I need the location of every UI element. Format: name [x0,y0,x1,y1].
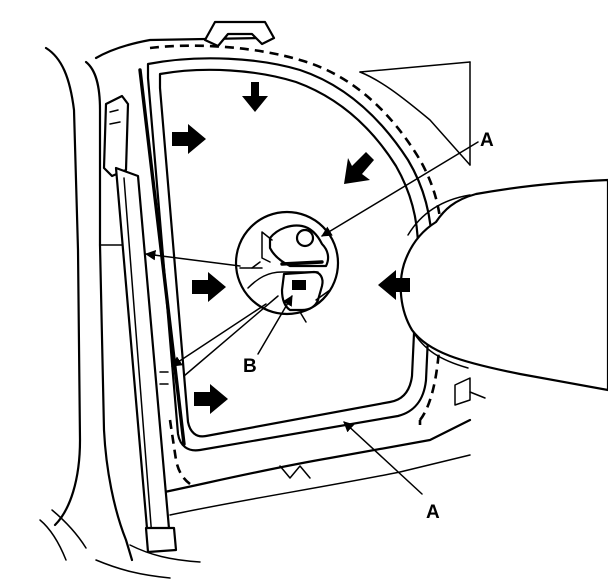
push-arrow-icon [378,270,410,300]
push-arrow-icon [344,152,374,184]
door-frame [399,178,608,392]
leader-arrow-icon [343,421,423,495]
push-arrow-icon [194,384,228,414]
callout-a-bottom: A [426,502,440,523]
push-arrow-icon [172,124,206,154]
seat-belt [102,94,178,554]
detail-circle [234,210,340,323]
body-panel [39,36,486,579]
callout-b: B [243,356,257,377]
push-arrow-icon [242,82,268,112]
leader-lines [144,141,479,495]
roof-handle [203,20,276,48]
leader-arrow-icon [171,303,267,367]
leader-arrow-icon [257,295,293,355]
push-arrow-icon [192,272,226,302]
push-arrows [172,82,410,414]
leader-arrow-icon [321,141,479,237]
leader-arrow-icon [144,249,241,267]
callout-a-top: A [480,130,494,151]
